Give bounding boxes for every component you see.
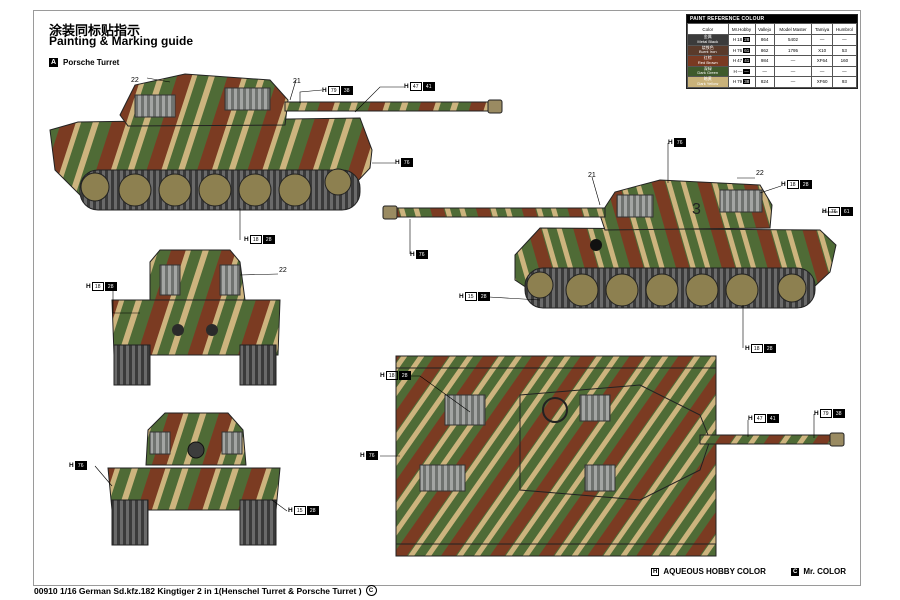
col-vallejo: Vallejo (754, 23, 775, 35)
mrhobby-code-part: 18 (737, 37, 743, 43)
copyright-icon: C (365, 585, 377, 596)
mrhobby-code-part: 76 (737, 47, 743, 53)
title-english: Painting & Marking guide (49, 34, 194, 48)
side-view-left (49, 73, 503, 211)
reference-title: PAINT REFERENCE COLOUR (687, 15, 857, 23)
section-letter-box: A (49, 58, 58, 67)
rear-view (111, 249, 281, 386)
swatch-label-cn: 暗黄 (703, 76, 712, 82)
part-number-22-rear: 22 (279, 267, 287, 274)
col-humbrol: Humbrol (831, 23, 858, 35)
vallejo-code: 824 (754, 76, 775, 88)
swatch-label-en: Dark Yellow (697, 80, 719, 86)
mrhobby-code-part: H (733, 68, 737, 74)
part-number-21-left: 21 (293, 78, 301, 85)
section-title: Porsche Turret (63, 58, 120, 67)
swatch-label-en: Red Brown (697, 59, 718, 65)
mrhobby-code-part: H (732, 58, 737, 64)
legend-aqueous-label: AQUEOUS HOBBY COLOR (663, 567, 766, 576)
part-number-22-right: 22 (756, 170, 764, 177)
mrhobby-code-part: 61 (743, 47, 751, 53)
legend-mr-key: C (791, 567, 800, 576)
humbrol-code: 93 (831, 76, 858, 88)
mrhobby-code-part: 47 (737, 58, 743, 64)
legend-aqueous-key: H (651, 567, 660, 576)
col-tamiya: Tamiya (811, 23, 833, 35)
part-number-21-right: 21 (588, 172, 596, 179)
swatch-label-en: Metal Black (697, 38, 719, 44)
legend-mr-color: C Mr. COLOR (791, 567, 846, 576)
footer: 00910 1/16 German Sd.kfz.182 Kingtiger 2… (34, 585, 377, 596)
paint-reference-table: PAINT REFERENCE COLOUR Color Mr.Hobby Va… (686, 14, 858, 89)
legend-mr-label: Mr. COLOR (803, 567, 847, 576)
reference-header-row: Color Mr.Hobby Vallejo Model Master Tami… (687, 23, 858, 35)
swatch-label-cn: 深绿 (703, 65, 712, 71)
top-view (395, 355, 845, 557)
swatch-label-cn: 烧铁色 (701, 44, 714, 50)
turret-number-marking: 3 (692, 201, 701, 218)
mrhobby-code-part: 28 (743, 37, 751, 43)
section-label-a: A Porsche Turret (49, 58, 119, 67)
footer-text: 00910 1/16 German Sd.kfz.182 Kingtiger 2… (34, 585, 362, 596)
front-view (107, 412, 281, 546)
part-number-22-left: 22 (131, 77, 139, 84)
tamiya-code: XF60 (811, 76, 833, 88)
col-mrhobby: Mr.Hobby (727, 23, 756, 35)
mrhobby-code-part: 41 (743, 58, 751, 64)
mrhobby-code-part: — (743, 68, 750, 74)
swatch-label-cn: 金属 (703, 34, 712, 40)
swatch-label-en: Dark Green (697, 70, 719, 76)
leader-lines (94, 77, 838, 512)
mrhobby-code-part: H (732, 79, 737, 85)
title-chinese: 涂装同标贴指示 (49, 24, 141, 39)
mrhobby-code-part: 38 (743, 79, 751, 85)
page-frame (33, 10, 861, 586)
side-view-right: 3 (382, 179, 837, 309)
legend-aqueous: H AQUEOUS HOBBY COLOR (651, 567, 766, 576)
mrhobby-code-part: — (737, 68, 743, 74)
mrhobby-code-part: H (732, 47, 737, 53)
swatch-label-cn: 红棕 (703, 55, 712, 61)
mrhobby-code-part: H (732, 37, 737, 43)
swatch-label-en: Burnt Iron (698, 49, 717, 55)
mrhobby-code-part: 79 (737, 79, 743, 85)
